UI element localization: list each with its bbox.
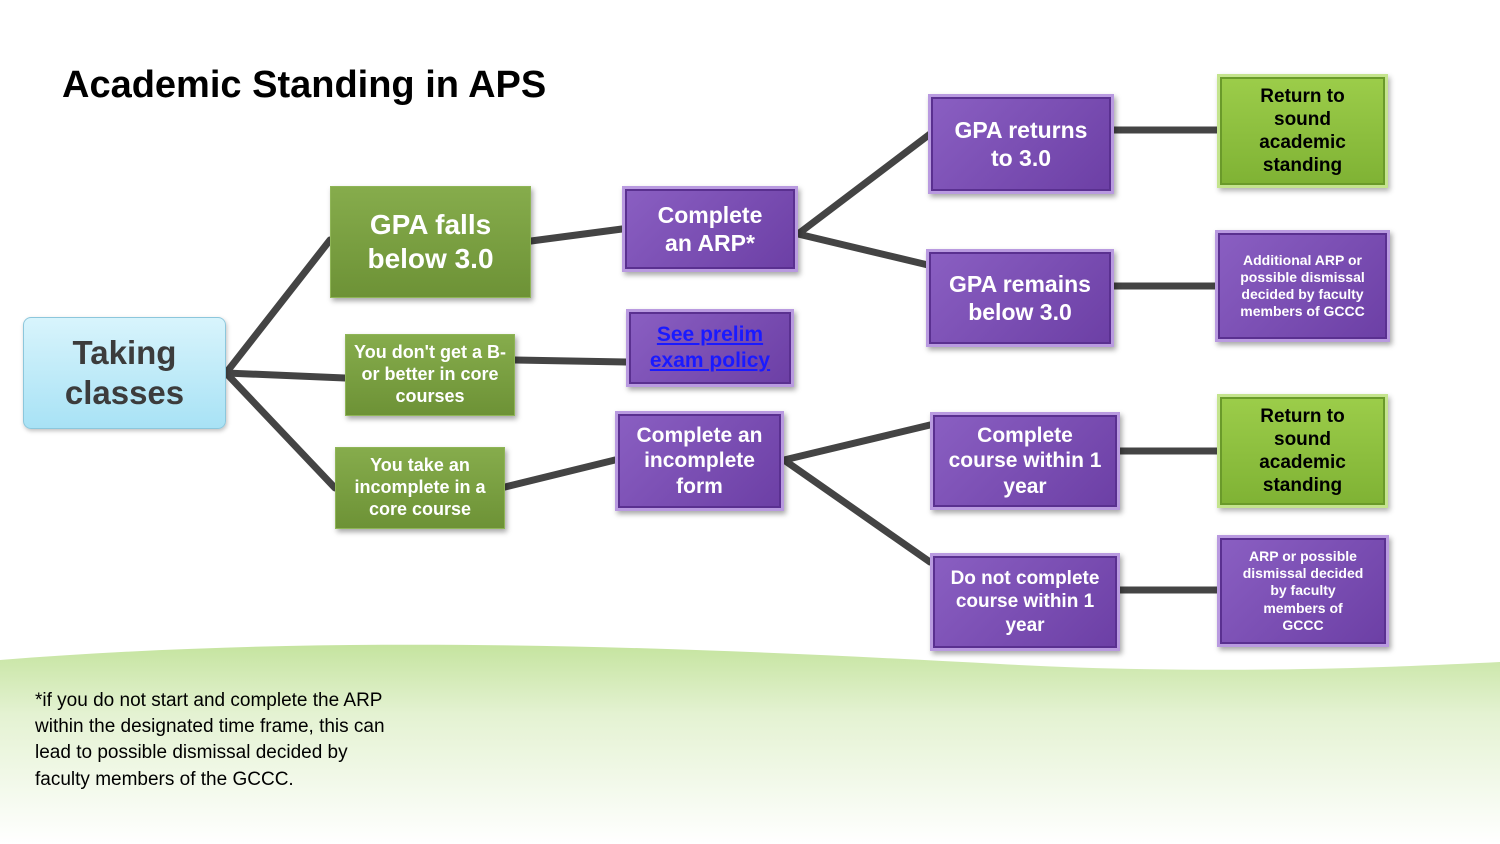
node-gpa-returns: GPA returns to 3.0 bbox=[928, 94, 1114, 194]
node-return-sound-2: Return to sound academic standing bbox=[1217, 394, 1388, 508]
node-gpa-remains: GPA remains below 3.0 bbox=[926, 249, 1114, 347]
node-no-b-minus: You don't get a B- or better in core cou… bbox=[345, 334, 515, 416]
node-gpa-falls: GPA falls below 3.0 bbox=[330, 186, 531, 298]
node-taking-classes: Taking classes bbox=[23, 317, 226, 429]
node-additional-arp: Additional ARP or possible dismissal dec… bbox=[1215, 230, 1390, 342]
connector-arp-returns bbox=[794, 124, 942, 238]
connector-no-b-prelim bbox=[511, 356, 630, 366]
connector-arp-remains bbox=[794, 230, 932, 269]
node-arp-dismissal: ARP or possible dismissal decided by fac… bbox=[1217, 535, 1389, 647]
node-incomplete-core: You take an incomplete in a core course bbox=[335, 447, 505, 529]
connector-taking-gpa-falls bbox=[222, 236, 334, 377]
connector-taking-no-b bbox=[222, 369, 349, 382]
prelim-exam-policy-link[interactable]: See prelim exam policy bbox=[649, 323, 771, 372]
connector-taking-incomplete bbox=[222, 369, 339, 492]
node-complete-course: Complete course within 1 year bbox=[930, 412, 1120, 510]
page-title: Academic Standing in APS bbox=[62, 64, 547, 106]
node-not-complete-course: Do not complete course within 1 year bbox=[930, 553, 1120, 651]
node-return-sound-1: Return to sound academic standing bbox=[1217, 74, 1388, 188]
connector-gpa-falls-arp bbox=[527, 225, 626, 245]
connector-form-complete bbox=[780, 421, 934, 464]
footnote: *if you do not start and complete the AR… bbox=[35, 690, 385, 790]
connector-incomplete-form bbox=[501, 456, 619, 491]
node-prelim-exam: See prelim exam policy bbox=[626, 309, 794, 387]
connector-form-not-complete bbox=[780, 456, 934, 566]
node-incomplete-form: Complete an incomplete form bbox=[615, 411, 784, 511]
node-complete-arp: Complete an ARP* bbox=[622, 186, 798, 272]
